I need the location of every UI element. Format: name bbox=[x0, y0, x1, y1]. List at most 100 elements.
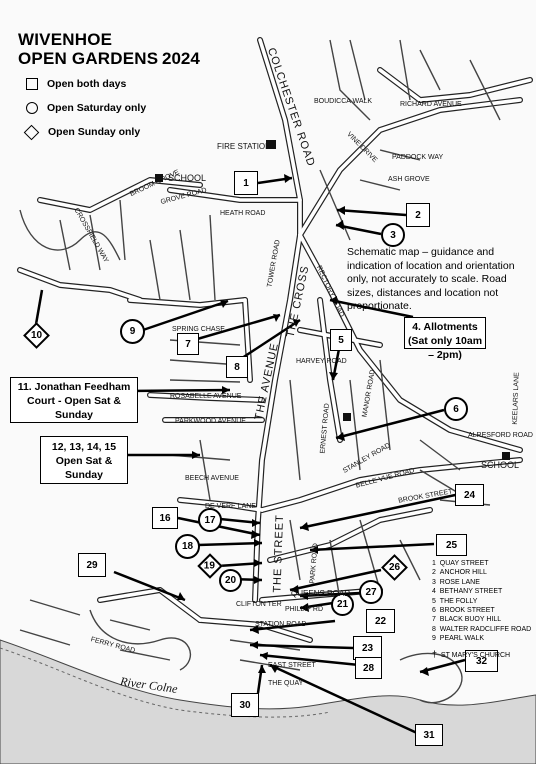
marker-label: 5 bbox=[338, 334, 344, 346]
garden-marker-30[interactable]: 30 bbox=[231, 693, 259, 717]
garden-marker-16[interactable]: 16 bbox=[152, 507, 178, 529]
map-title: WIVENHOE OPEN GARDENS bbox=[18, 30, 158, 68]
pathway-item: 2 ANCHOR HILL bbox=[432, 569, 487, 577]
legend-both-days: Open both days bbox=[26, 72, 146, 96]
legend: Open both days Open Saturday only Open S… bbox=[23, 72, 146, 144]
pathway-item: 1 QUAY STREET bbox=[432, 560, 489, 567]
garden-marker-8[interactable]: 8 bbox=[226, 356, 248, 378]
garden-marker-9[interactable]: 9 bbox=[120, 319, 145, 344]
marker-label: 9 bbox=[129, 326, 136, 337]
clifton-ter-label: CLIFTON TER bbox=[236, 601, 282, 608]
marker-label: 30 bbox=[239, 699, 251, 711]
garden-marker-3[interactable]: 3 bbox=[381, 223, 405, 247]
school-nw-label: SCHOOL bbox=[168, 173, 207, 183]
garden-marker-17[interactable]: 17 bbox=[198, 508, 222, 532]
legend-label: Open Sunday only bbox=[48, 126, 141, 138]
garden-marker-28[interactable]: 28 bbox=[355, 657, 382, 679]
church-label: ST MARY'S CHURCH bbox=[440, 651, 511, 659]
garden-marker-22[interactable]: 22 bbox=[366, 609, 395, 633]
legend-sunday: Open Sunday only bbox=[23, 120, 146, 144]
marker-label: 24 bbox=[463, 489, 476, 501]
marker-label: 23 bbox=[361, 642, 374, 654]
school-nw-block bbox=[155, 174, 163, 182]
beech-avenue-label: BEECH AVENUE bbox=[185, 475, 239, 482]
callout-allotments[interactable]: 4. Allotments (Sat only 10am – 2pm) bbox=[404, 317, 486, 361]
school-e-label: SCHOOL bbox=[481, 460, 520, 470]
pathway-item: 7 BLACK BUOY HILL bbox=[432, 616, 502, 624]
marker-label: 6 bbox=[453, 403, 459, 415]
diamond-icon bbox=[23, 124, 40, 140]
square-icon bbox=[26, 78, 38, 90]
garden-marker-6[interactable]: 6 bbox=[444, 397, 468, 421]
schematic-note: Schematic map – guidance and indication … bbox=[347, 246, 515, 312]
marker-label: 3 bbox=[390, 229, 396, 241]
the-quay-label: THE QUAY bbox=[268, 680, 304, 687]
fire-station-label: FIRE STATION bbox=[217, 142, 271, 151]
marker-label: 32 bbox=[475, 655, 488, 667]
fire-station-block bbox=[266, 140, 276, 149]
marker-label: 7 bbox=[185, 338, 191, 350]
harvey-road-label: HARVEY ROAD bbox=[296, 358, 347, 365]
queens-road-label: QUEENS ROAD bbox=[291, 589, 351, 598]
marker-label: 29 bbox=[86, 559, 98, 571]
garden-marker-18[interactable]: 18 bbox=[175, 534, 200, 559]
legend-label: Open Saturday only bbox=[47, 102, 147, 114]
marker-label: 31 bbox=[423, 729, 435, 741]
east-street-label: EAST STREET bbox=[268, 662, 316, 669]
marker-label: 25 bbox=[445, 539, 458, 551]
marker-label: 19 bbox=[204, 560, 216, 572]
school-e-block bbox=[502, 452, 510, 460]
garden-marker-5[interactable]: 5 bbox=[330, 329, 352, 351]
circle-icon bbox=[26, 102, 38, 114]
de-vere-lane-label: DE VERE LANE bbox=[205, 503, 256, 510]
garden-marker-20[interactable]: 20 bbox=[219, 569, 242, 592]
minor-roads bbox=[19, 39, 501, 704]
ash-grove-label: ASH GROVE bbox=[388, 176, 430, 183]
garden-marker-31[interactable]: 31 bbox=[415, 724, 443, 746]
garden-marker-7[interactable]: 7 bbox=[177, 333, 199, 355]
rosabelle-label: ROSABELLE AVENUE bbox=[170, 393, 242, 400]
pathway-item: 3 ROSE LANE bbox=[432, 578, 480, 586]
pathway-item: 8 WALTER RADCLIFFE ROAD bbox=[432, 625, 532, 633]
garden-marker-24[interactable]: 24 bbox=[455, 484, 484, 506]
marker-label: 18 bbox=[181, 541, 194, 552]
marker-label: 20 bbox=[224, 575, 237, 586]
church-icon: † bbox=[432, 648, 438, 659]
pathway-item: 5 THE FOLLY bbox=[432, 597, 478, 605]
title-line-1: WIVENHOE bbox=[18, 30, 113, 49]
legend-saturday: Open Saturday only bbox=[26, 96, 146, 120]
phillip-rd-label: PHILLIP RD bbox=[285, 606, 323, 613]
pointer-arrows bbox=[33, 176, 466, 735]
spring-chase-label: SPRING CHASE bbox=[172, 326, 225, 333]
heath-road-label: HEATH ROAD bbox=[220, 210, 266, 217]
garden-marker-32[interactable]: 32 bbox=[465, 650, 498, 672]
marker-label: 17 bbox=[204, 514, 216, 526]
callout-gardens-12-15[interactable]: 12, 13, 14, 15 Open Sat & Sunday bbox=[40, 436, 128, 484]
river-area bbox=[0, 639, 536, 764]
marker-label: 8 bbox=[234, 361, 240, 373]
marker-label: 2 bbox=[415, 209, 421, 221]
parkwood-avenue-label: PARKWOOD AVENUE bbox=[175, 418, 246, 425]
marker-label: 26 bbox=[388, 562, 401, 573]
alresford-road-label: ALRESFORD ROAD bbox=[468, 432, 533, 439]
paddock-way-label: PADDOCK WAY bbox=[392, 154, 444, 161]
garden-marker-1[interactable]: 1 bbox=[234, 171, 258, 195]
marker-label: 10 bbox=[30, 330, 43, 341]
the-street-label: THE STREET bbox=[271, 514, 287, 593]
station-road-label: STATION ROAD bbox=[255, 621, 307, 628]
garden-marker-29[interactable]: 29 bbox=[78, 553, 106, 577]
title-year: 2024 bbox=[162, 49, 200, 68]
garden-marker-25[interactable]: 25 bbox=[436, 534, 467, 556]
garden-marker-2[interactable]: 2 bbox=[406, 203, 430, 227]
garden-marker-21[interactable]: 21 bbox=[331, 593, 354, 616]
callout-feedham[interactable]: 11. Jonathan Feedham Court - Open Sat & … bbox=[10, 377, 138, 423]
pathway-item: 4 BETHANY STREET bbox=[432, 588, 503, 596]
marker-label: 22 bbox=[374, 615, 387, 627]
legend-label: Open both days bbox=[47, 78, 127, 90]
marker-label: 16 bbox=[159, 512, 171, 524]
marker-label: 1 bbox=[243, 177, 249, 189]
garden-marker-27[interactable]: 27 bbox=[359, 580, 383, 604]
building-block bbox=[343, 413, 351, 421]
